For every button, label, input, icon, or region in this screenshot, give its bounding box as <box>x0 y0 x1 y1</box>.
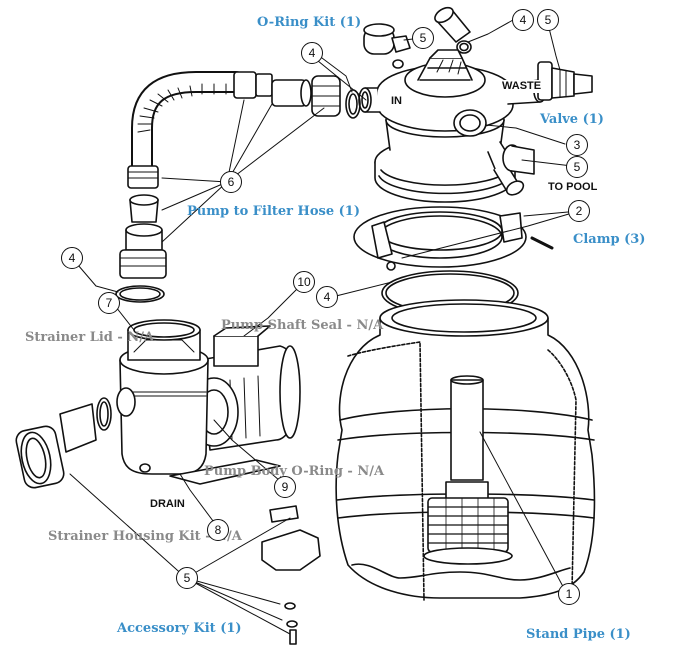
strainer-housing-kit <box>15 397 112 489</box>
callout-4-left-o-ring: 4 <box>61 247 83 269</box>
callout-2-clamp: 2 <box>568 200 590 222</box>
clamp-label: Clamp (3) <box>573 232 646 247</box>
callout-5-top-fitting: 5 <box>412 27 434 49</box>
to-pool-marking: TO POOL <box>548 181 598 194</box>
strainer-lid-label: Strainer Lid - N/A <box>25 330 155 345</box>
leader-lines <box>69 19 580 635</box>
pump-shaft-seal-label: Pump Shaft Seal - N/A <box>221 318 384 333</box>
stand-pipe-label: Stand Pipe (1) <box>526 627 631 642</box>
accessory-kit-parts <box>261 505 321 645</box>
callout-3-valve: 3 <box>566 134 588 156</box>
o-ring-kit-label: O-Ring Kit (1) <box>257 15 362 30</box>
drain-marking: DRAIN <box>150 498 185 511</box>
callout-4-o-ring: 4 <box>512 9 534 31</box>
callout-5-accessory: 5 <box>176 567 198 589</box>
waste-port-marking: WASTE <box>502 80 542 93</box>
callout-10-shaft-seal: 10 <box>293 271 315 293</box>
callout-1-stand-pipe: 1 <box>558 583 580 605</box>
callout-8-drain: 8 <box>207 519 229 541</box>
callout-4-hose-o-ring: 4 <box>301 42 323 64</box>
accessory-kit-label: Accessory Kit (1) <box>117 621 242 636</box>
valve-loose-fittings <box>363 6 593 175</box>
filter-clamp <box>353 206 554 271</box>
valve-label: Valve (1) <box>540 112 604 127</box>
callout-4-tank-o-ring: 4 <box>316 286 338 308</box>
filter-tank <box>335 299 596 601</box>
pump-to-filter-hose <box>115 71 361 303</box>
callout-7-strainer-lid: 7 <box>98 292 120 314</box>
pump-body-o-ring-label: Pump Body O-Ring - N/A <box>204 464 385 479</box>
callout-5-to-pool: 5 <box>566 156 588 178</box>
pump-assembly <box>116 319 301 485</box>
callout-6-hose: 6 <box>220 171 242 193</box>
pump-to-filter-hose-label: Pump to Filter Hose (1) <box>187 204 360 219</box>
multiport-valve <box>358 49 547 203</box>
in-port-marking: IN <box>391 95 402 108</box>
callout-5-waste-fitting: 5 <box>537 9 559 31</box>
strainer-housing-kit-label: Strainer Housing Kit - N/A <box>48 529 242 544</box>
callout-9-pump-body: 9 <box>274 476 296 498</box>
